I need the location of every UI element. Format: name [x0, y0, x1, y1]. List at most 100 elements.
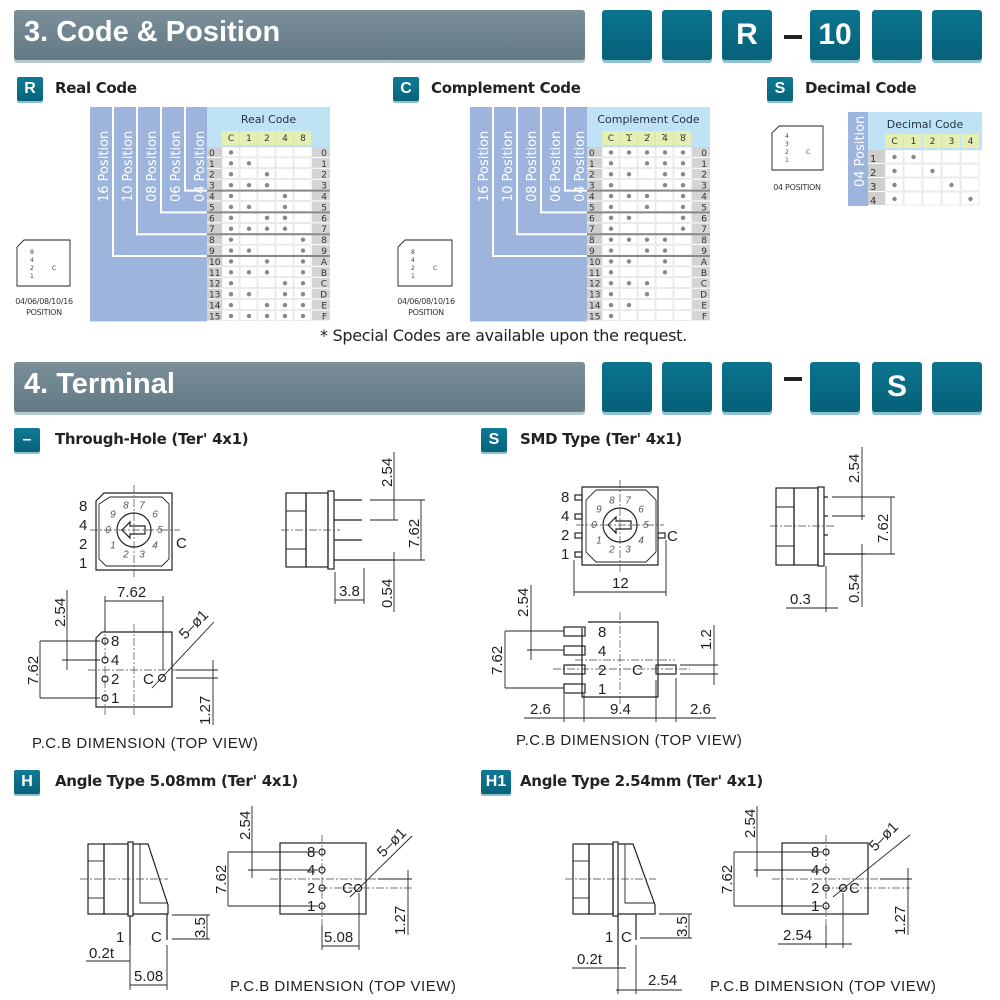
column-header-cell	[904, 134, 922, 148]
row-label-cell	[207, 234, 222, 245]
svg-text:2.54: 2.54	[237, 811, 254, 840]
row-hex-label: A	[321, 258, 328, 268]
code-cell	[293, 201, 312, 212]
label-complement-code: Complement Code	[431, 79, 581, 97]
row-label: 4	[589, 193, 595, 203]
svg-text:2: 2	[561, 527, 569, 544]
code-dot	[608, 182, 614, 188]
code-cell	[275, 255, 294, 267]
code-cell	[673, 277, 692, 288]
code-dot	[282, 281, 288, 286]
code-cell	[655, 201, 674, 212]
code-cell	[655, 277, 674, 288]
row-hex-cell	[692, 299, 710, 310]
svg-text:C: C	[849, 880, 860, 897]
svg-text:3.5: 3.5	[674, 916, 691, 937]
code-cell	[239, 233, 258, 245]
svg-text:C: C	[667, 528, 678, 545]
dial-number: 7	[139, 500, 145, 511]
svg-text:2: 2	[79, 536, 87, 553]
code-dot	[300, 281, 306, 286]
svg-text:1: 1	[30, 273, 34, 280]
row-label: 2	[870, 168, 876, 179]
svg-text:3.5: 3.5	[192, 917, 209, 938]
row-hex-label: 4	[701, 193, 707, 203]
row-label-cell	[868, 178, 885, 191]
row-hex-cell	[312, 256, 330, 266]
svg-text:4: 4	[561, 508, 569, 525]
svg-text:C: C	[176, 535, 187, 552]
svg-text:04/06/08/10/16: 04/06/08/10/16	[397, 297, 455, 306]
part-number-box-terminal: S	[872, 362, 922, 412]
code-dot	[892, 182, 897, 188]
code-dot	[300, 291, 306, 297]
code-cell	[257, 190, 276, 201]
code-dot	[228, 215, 234, 221]
code-dot	[228, 313, 234, 319]
svg-text:4: 4	[811, 862, 819, 879]
position-label: 04 Position	[193, 131, 208, 202]
code-dot	[662, 248, 668, 253]
row-label-cell	[868, 150, 885, 163]
code-dot	[608, 161, 614, 166]
position-bracket	[564, 107, 587, 192]
row-hex-label: D	[320, 291, 327, 301]
svg-text:4: 4	[411, 257, 415, 264]
code-cell	[637, 223, 656, 234]
column-header-cell	[656, 131, 673, 145]
svg-text:C: C	[632, 662, 643, 679]
position-label: 06 Position	[169, 131, 184, 202]
code-cell	[275, 168, 294, 179]
part-number-box	[810, 362, 860, 412]
svg-text:1: 1	[79, 555, 87, 572]
svg-text:1.27: 1.27	[892, 906, 909, 935]
code-cell	[941, 149, 961, 164]
position-icon-complement: 8 4 2 1 C 04/06/08/10/16 POSITION	[397, 239, 455, 317]
column-header-cell	[923, 134, 941, 148]
row-label: 12	[589, 280, 600, 290]
row-label-cell	[207, 256, 222, 266]
column-header-cell	[258, 131, 275, 145]
svg-text:12: 12	[612, 575, 629, 592]
svg-text:1: 1	[811, 898, 819, 915]
code-dot	[644, 248, 650, 253]
code-dot	[680, 193, 686, 199]
label-real-code: Real Code	[55, 79, 137, 97]
code-cell	[257, 277, 276, 288]
code-cell	[960, 163, 980, 178]
row-label: 0	[209, 149, 215, 159]
svg-text:4: 4	[79, 517, 87, 534]
part-number-dash	[784, 35, 802, 39]
part-number-box-code: R	[722, 10, 772, 60]
column-header: C	[228, 134, 234, 144]
code-dot	[662, 161, 668, 166]
code-cell	[619, 223, 638, 234]
row-hex-cell	[312, 190, 330, 201]
code-dot	[228, 281, 234, 286]
dial-number: 9	[110, 510, 116, 521]
svg-text:5.08: 5.08	[324, 929, 353, 946]
svg-text:4: 4	[785, 133, 789, 140]
code-cell	[275, 146, 294, 158]
code-dot	[300, 302, 306, 308]
dial-number: 1	[596, 535, 602, 546]
svg-text:1: 1	[605, 929, 613, 946]
svg-text:C: C	[806, 149, 810, 156]
code-dot	[608, 215, 614, 221]
code-dot	[608, 291, 614, 297]
part-number-box	[602, 10, 652, 60]
badge-real-code: R	[17, 77, 43, 101]
code-cell	[655, 223, 674, 234]
row-hex-label: A	[701, 258, 708, 268]
code-dot	[644, 161, 650, 166]
code-dot	[680, 150, 686, 155]
row-label-cell	[587, 277, 602, 288]
code-cell	[922, 149, 942, 164]
code-cell	[903, 163, 923, 178]
column-header-cell	[620, 131, 637, 145]
svg-text:5–ø1: 5–ø1	[176, 607, 212, 643]
svg-text:4: 4	[307, 862, 315, 879]
